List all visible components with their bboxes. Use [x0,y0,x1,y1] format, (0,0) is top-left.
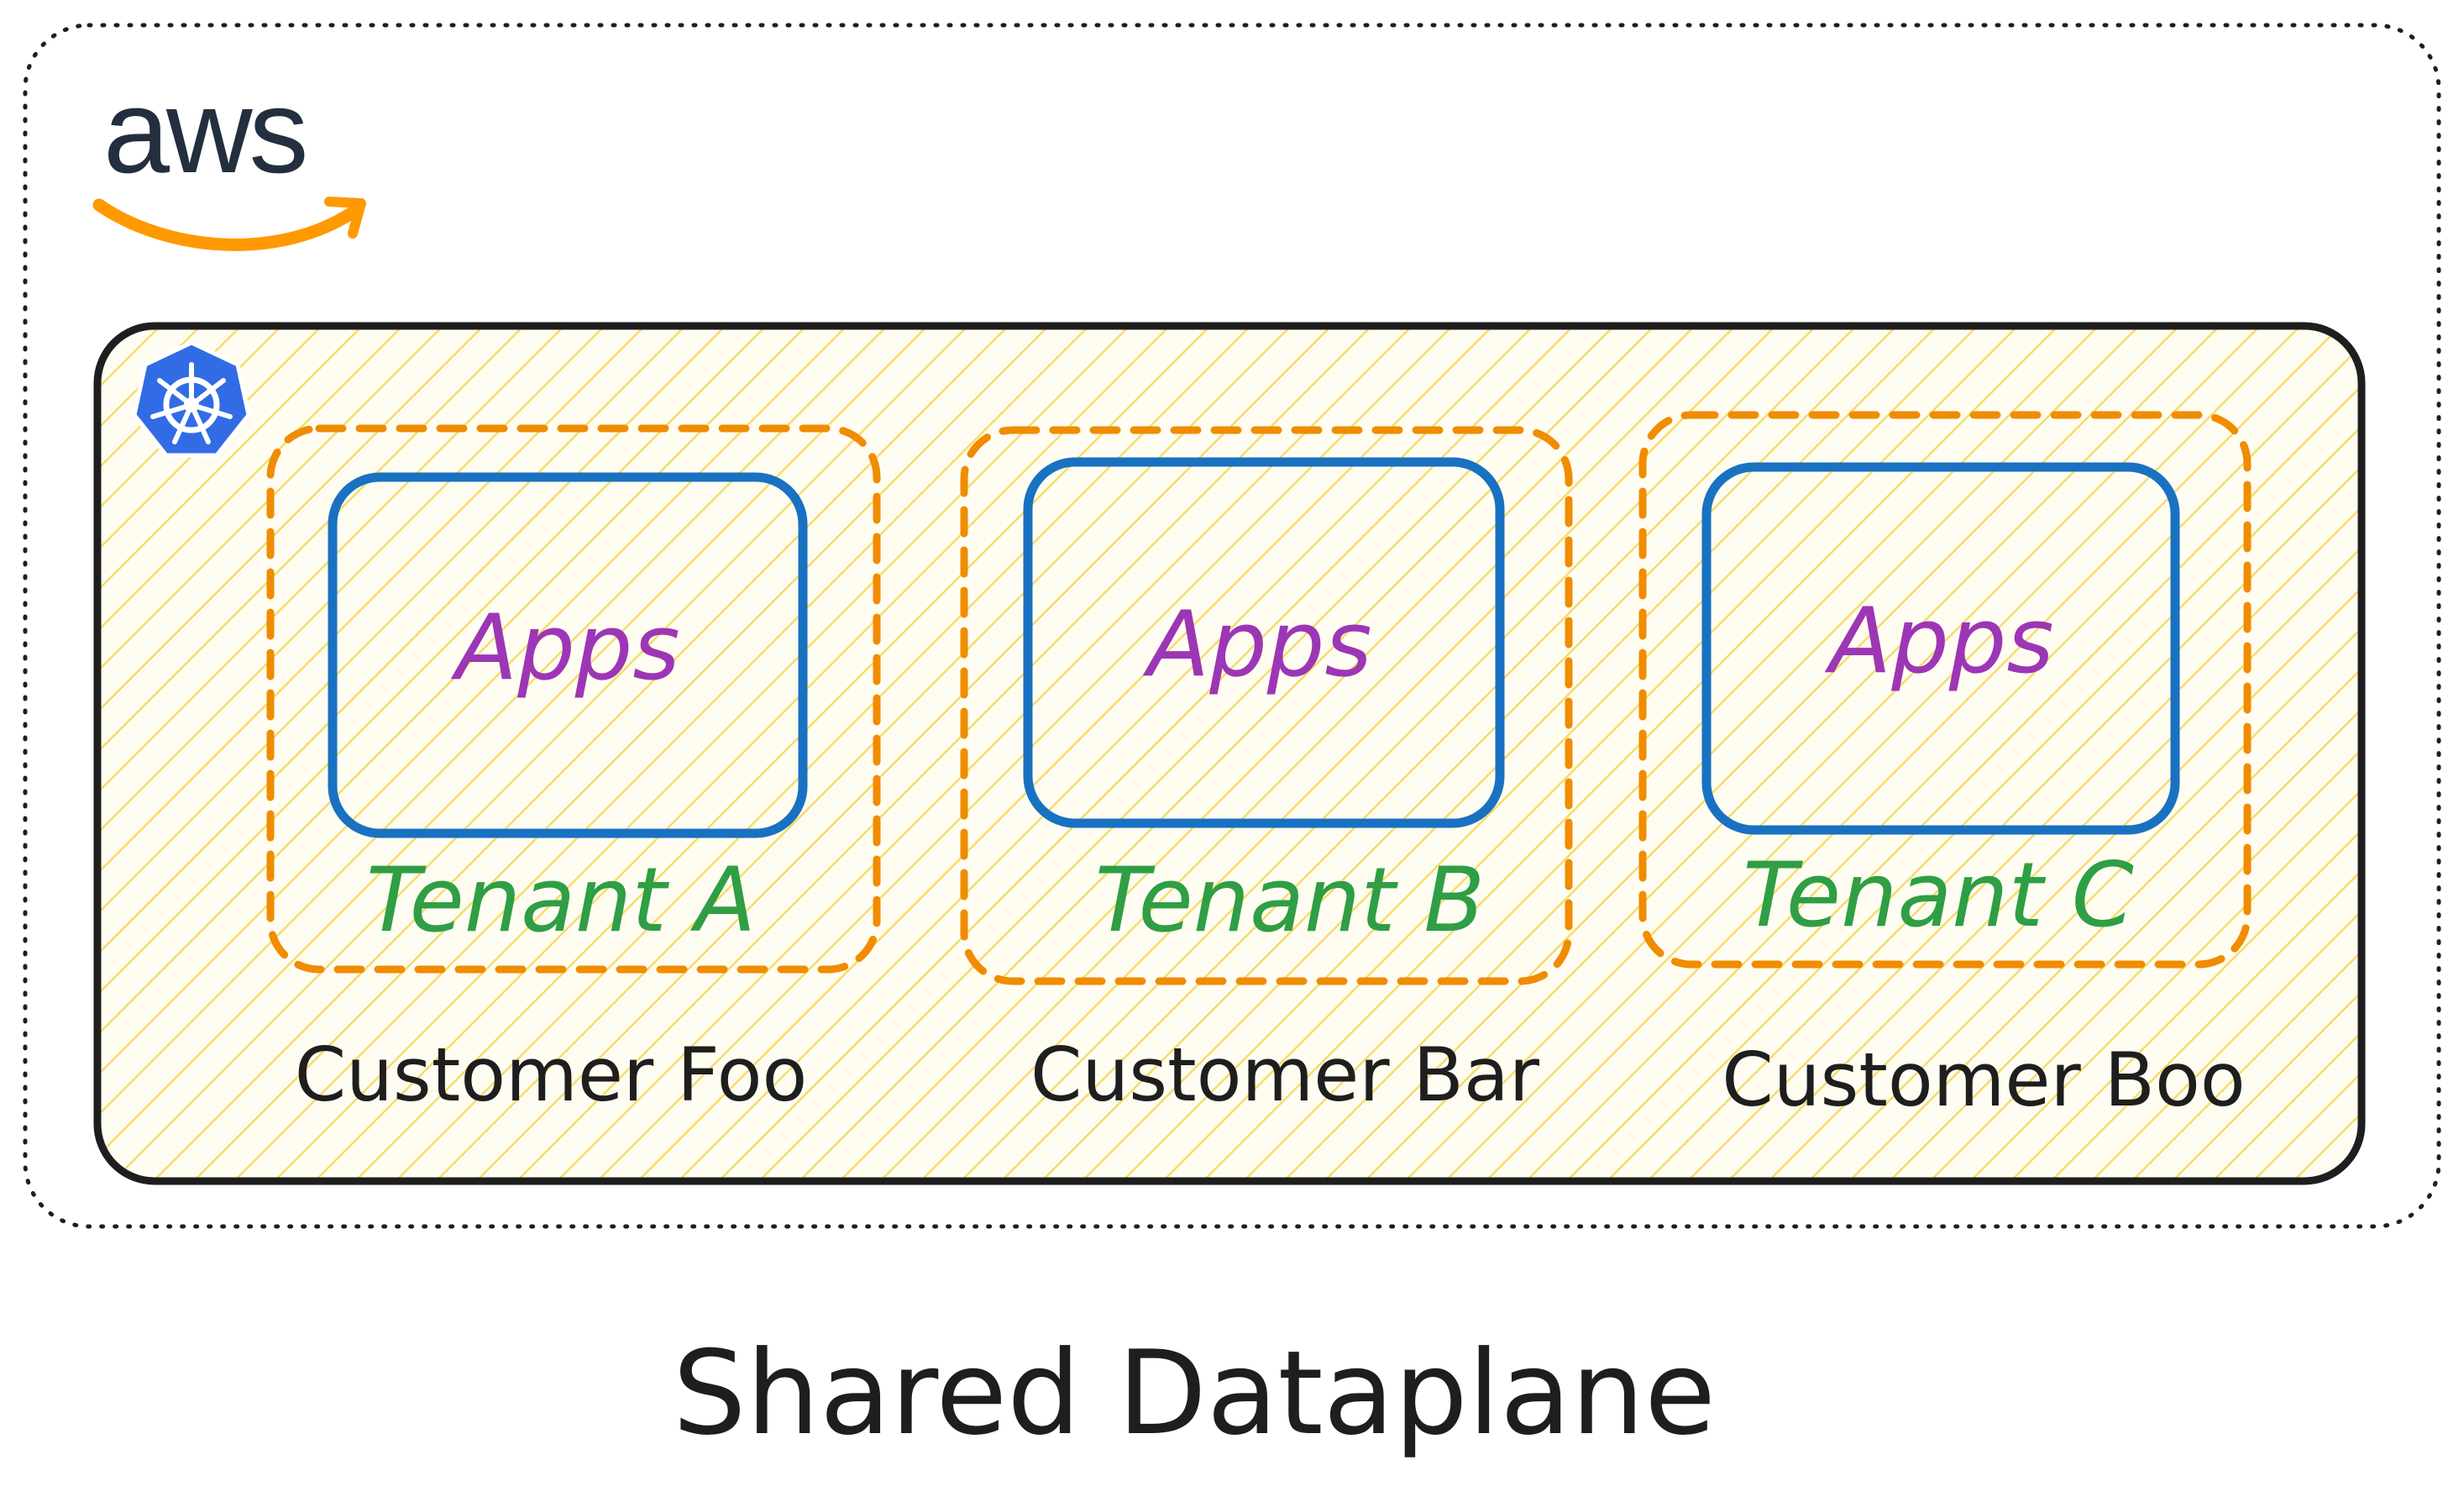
apps-label: Apps [450,596,679,701]
kubernetes-icon [132,340,251,458]
customer-label: Customer Boo [1722,1037,2245,1123]
apps-box [328,472,808,838]
aws-boundary [23,23,2441,1229]
tenant-group-a: Apps Tenant A Customer Foo [266,424,881,1118]
apps-box [1023,457,1505,828]
tenant-boundary [266,424,881,974]
customer-label: Customer Foo [295,1032,808,1118]
aws-logo: aws [92,65,366,251]
tenant-boundary [960,426,1573,985]
kubernetes-cluster-border [93,322,2366,1185]
apps-label: Apps [1142,592,1371,697]
apps-box [1701,462,2180,835]
tenant-label: Tenant B [1095,848,1485,952]
tenant-boundary [1638,411,2252,969]
tenant-label: Tenant A [366,848,756,952]
tenant-group-b: Apps Tenant B Customer Bar [960,426,1573,1118]
aws-smile-icon [92,198,358,251]
customer-label: Customer Bar [1030,1032,1540,1118]
diagram-caption: Shared Dataplane [673,1326,1716,1461]
tenant-group-c: Apps Tenant C Customer Boo [1638,411,2252,1123]
tenant-label: Tenant C [1743,843,2133,947]
aws-logo-text: aws [103,65,306,198]
apps-label: Apps [1824,589,2053,694]
